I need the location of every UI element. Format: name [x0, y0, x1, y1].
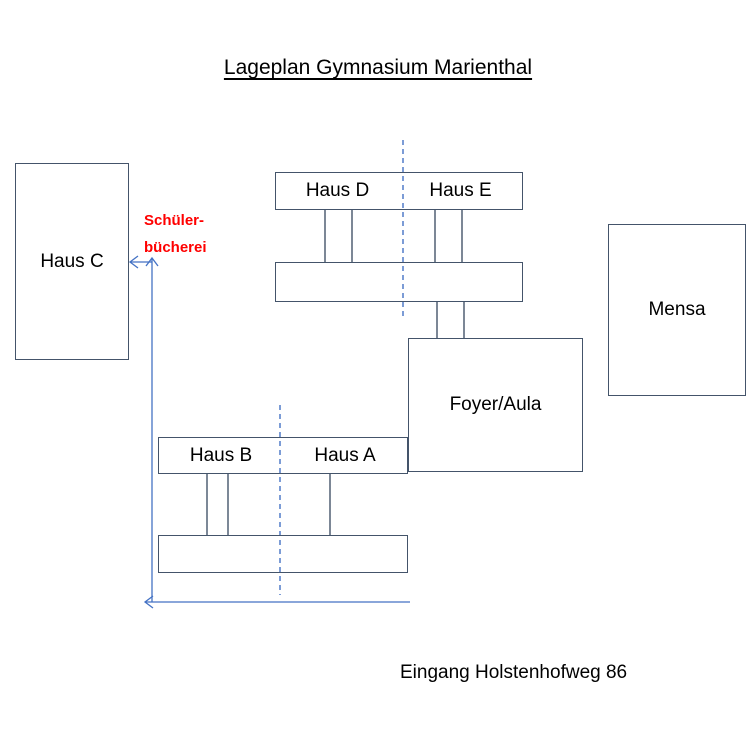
- building-label-haus-d: Haus D: [305, 180, 370, 201]
- building-label-foyer-aula: Foyer/Aula: [449, 394, 542, 415]
- building-label-haus-b: Haus B: [189, 444, 253, 466]
- entrance-label: Eingang Holstenhofweg 86: [400, 662, 628, 683]
- building-mensa: Mensa: [608, 224, 746, 396]
- library-label-line1: Schüler-: [144, 212, 205, 229]
- building-haus-b-a: Haus B Haus A: [158, 437, 408, 474]
- library-label-line2: bücherei: [144, 239, 207, 256]
- building-label-haus-a: Haus A: [314, 444, 376, 466]
- route-arrow: [128, 255, 410, 609]
- corridor-lower: [158, 535, 408, 573]
- building-haus-d-e: Haus D Haus E: [275, 172, 523, 210]
- building-foyer-aula: Foyer/Aula: [408, 338, 583, 472]
- building-label-haus-c: Haus C: [40, 250, 104, 272]
- building-label-mensa: Mensa: [648, 299, 706, 320]
- corridor-connectors: [206, 210, 465, 535]
- page-title: Lageplan Gymnasium Marienthal: [223, 56, 533, 79]
- corridor-upper: [275, 262, 523, 302]
- library-label: Schüler- bücherei: [144, 207, 207, 261]
- building-haus-c: Haus C: [15, 163, 129, 360]
- building-label-haus-e: Haus E: [429, 180, 492, 201]
